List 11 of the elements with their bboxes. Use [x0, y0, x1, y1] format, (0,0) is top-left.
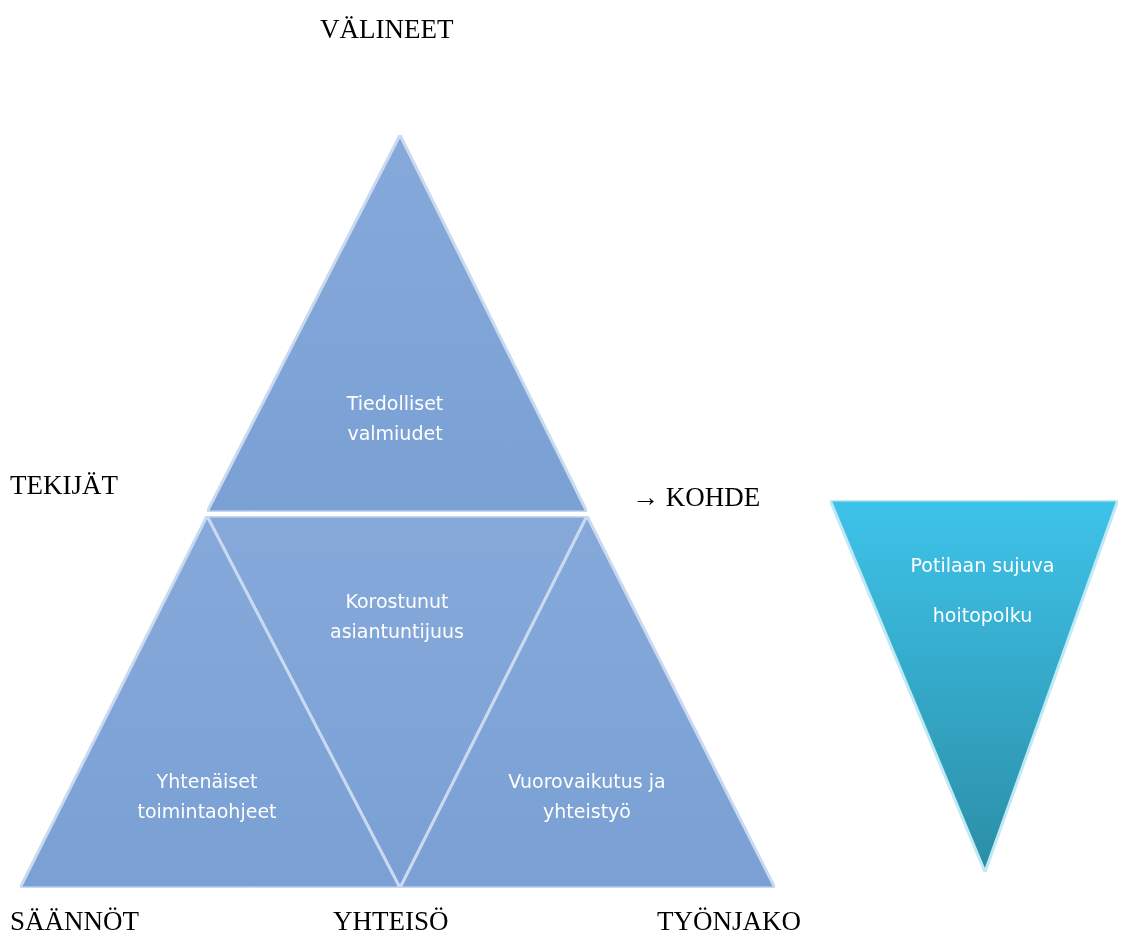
corner-label: YHTEISÖ [333, 906, 449, 937]
triangle-label: Vuorovaikutus ja yhteistyö [507, 769, 667, 824]
triangle-label: Korostunut asiantuntijuus [329, 589, 465, 644]
corner-label: VÄLINEET [320, 14, 454, 45]
triangle-label: Potilaan sujuva hoitopolku [909, 553, 1056, 628]
triangle-label: Tiedolliset valmiudet [345, 391, 445, 446]
triangle-label: Yhtenäiset toimintaohjeet [136, 769, 278, 824]
corner-label: SÄÄNNÖT [10, 906, 139, 937]
corner-label: TEKIJÄT [10, 470, 118, 501]
corner-label: TYÖNJAKO [657, 906, 801, 937]
corner-label: → KOHDE [632, 482, 761, 513]
